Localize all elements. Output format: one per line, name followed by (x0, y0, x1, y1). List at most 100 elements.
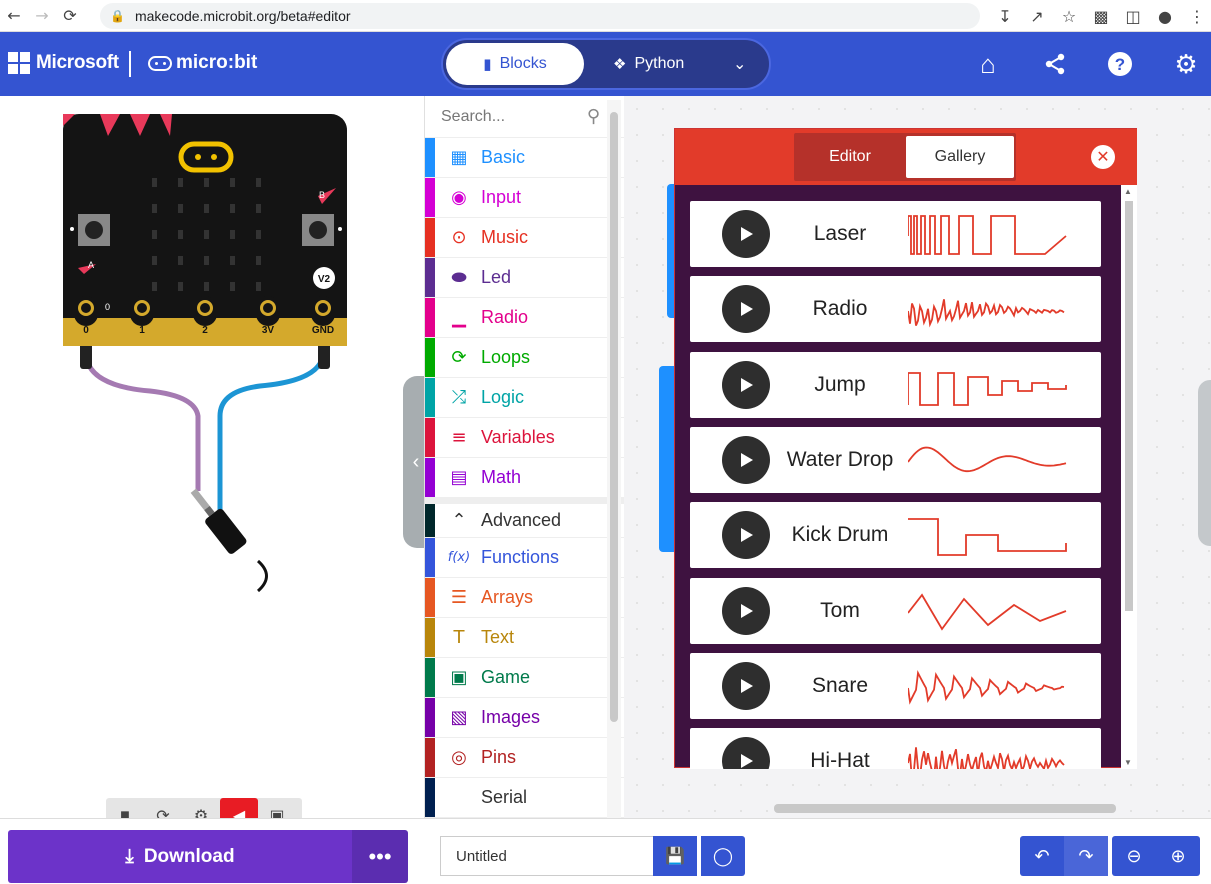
waveform-preview (908, 518, 1067, 557)
profile-avatar-icon[interactable]: ● (1158, 6, 1172, 26)
sound-item[interactable]: Hi-Hat (690, 728, 1101, 769)
category-label: Arrays (481, 587, 534, 607)
sound-item[interactable]: Snare (690, 652, 1101, 719)
help-icon[interactable]: ? (1104, 48, 1136, 80)
play-icon[interactable] (722, 210, 770, 258)
sound-item[interactable]: Water Drop (690, 426, 1101, 493)
gallery-scrollbar[interactable]: ▲ ▼ (1121, 185, 1137, 769)
redo-button[interactable]: ↷ (1064, 836, 1108, 876)
category-label: Math (481, 467, 522, 487)
version-badge: V2 (318, 274, 331, 285)
toolbox-advanced[interactable]: ⌃ Advanced (425, 498, 624, 538)
play-icon[interactable] (722, 360, 770, 409)
basic-category-icon: ▦ (450, 147, 468, 168)
text-category-icon: T (453, 627, 465, 648)
block-toolbox: Search... ⚲ ▦Basic◉Input⊙Music⬬Led▁Radio… (424, 96, 624, 818)
zoom-in-button[interactable]: ⊕ (1156, 836, 1200, 876)
toolbox-category-basic[interactable]: ▦Basic (425, 138, 624, 178)
sound-name: Kick Drum (791, 523, 889, 547)
search-input[interactable]: Search... (441, 107, 506, 125)
microbit-logo[interactable]: micro:bit (148, 52, 257, 74)
category-label: Led (481, 267, 512, 287)
category-label: Radio (481, 307, 529, 327)
play-icon[interactable] (722, 285, 770, 334)
toolbox-category-led[interactable]: ⬬Led (425, 258, 624, 298)
forward-arrow-icon[interactable]: → (35, 6, 49, 25)
zoom-out-button[interactable]: ⊖ (1112, 836, 1156, 876)
extensions-puzzle-icon[interactable]: ▩ (1093, 6, 1109, 26)
toolbox-search[interactable]: Search... ⚲ (425, 96, 624, 138)
toolbox-category-input[interactable]: ◉Input (425, 178, 624, 218)
toolbox-category-serial[interactable]: Serial (425, 778, 624, 818)
back-arrow-icon[interactable]: ← (7, 6, 21, 25)
sound-name: Snare (811, 673, 869, 697)
button-a-label: A (88, 260, 94, 270)
python-mode-button[interactable]: ❖ Python (613, 43, 723, 85)
toolbox-scrollbar[interactable] (607, 100, 621, 818)
toolbox-category-variables[interactable]: ≡Variables (425, 418, 624, 458)
home-icon[interactable]: ⌂ (980, 48, 996, 79)
microsoft-logo[interactable]: Microsoft (8, 52, 119, 74)
editor-gallery-switch: Editor Gallery (794, 133, 1016, 181)
editor-tab[interactable]: Editor (829, 148, 871, 165)
download-button[interactable]: ⤓ Download (8, 830, 352, 883)
waveform-preview (908, 747, 1065, 769)
toolbox-category-functions[interactable]: f(x)Functions (425, 538, 624, 578)
share-icon[interactable] (1039, 48, 1071, 80)
toolbox-category-game[interactable]: ▣Game (425, 658, 624, 698)
undo-button[interactable]: ↶ (1020, 836, 1064, 876)
toolbox-category-images[interactable]: ▧Images (425, 698, 624, 738)
bookmark-star-icon[interactable]: ☆ (1061, 6, 1077, 26)
share-page-icon[interactable]: ↗ (1030, 6, 1044, 26)
workspace-edge-handle[interactable] (1198, 380, 1211, 546)
github-button[interactable]: ◯ (701, 836, 745, 876)
sidebar-icon[interactable]: ◫ (1125, 6, 1141, 26)
project-name-input[interactable] (440, 836, 654, 876)
svg-text:?: ? (1115, 55, 1125, 74)
undo-redo-group: ↶ ↷ (1020, 836, 1108, 876)
sound-item[interactable]: Jump (690, 351, 1101, 418)
more-options-button[interactable]: ••• (352, 830, 408, 883)
gallery-tab[interactable]: Gallery (906, 136, 1014, 178)
browser-menu-icon[interactable]: ⋮ (1189, 6, 1205, 26)
toolbox-category-loops[interactable]: ⟳Loops (425, 338, 624, 378)
microbit-board[interactable]: A B V2 0 1 2 3V GND 0 (0, 96, 424, 616)
sound-item[interactable]: Laser (690, 201, 1101, 267)
ellipsis-icon: ••• (368, 843, 392, 869)
play-icon[interactable] (722, 511, 770, 560)
sound-item[interactable]: Kick Drum (690, 502, 1101, 569)
stop-icon[interactable]: ■ (120, 807, 130, 824)
toolbox-category-logic[interactable]: ⤮Logic (425, 378, 624, 418)
microbit-icon (148, 55, 172, 71)
plus-circle-icon: ⊕ (1170, 845, 1186, 866)
save-button[interactable]: 💾 (653, 836, 697, 876)
play-icon[interactable] (722, 586, 770, 635)
waveform-preview (908, 299, 1065, 328)
python-mode-label: Python (634, 55, 685, 72)
chevron-down-icon[interactable]: ⌄ (733, 56, 747, 73)
toolbox-category-math[interactable]: ▤Math (425, 458, 624, 498)
logic-category-icon: ⤮ (451, 387, 467, 408)
search-icon[interactable]: ⚲ (586, 106, 600, 126)
sound-item[interactable]: Tom (690, 577, 1101, 644)
settings-gear-icon[interactable]: ⚙ (1174, 48, 1198, 79)
sound-name: Radio (812, 297, 868, 321)
close-icon[interactable]: ✕ (1091, 145, 1115, 169)
play-icon[interactable] (722, 661, 770, 710)
browser-toolbar: ← → ⟳ 🔒 makecode.microbit.org/beta#edito… (0, 0, 1211, 32)
address-bar[interactable]: 🔒 makecode.microbit.org/beta#editor (100, 3, 980, 29)
play-icon[interactable] (722, 435, 770, 484)
workspace-horizontal-scrollbar[interactable] (774, 804, 1116, 813)
play-icon[interactable] (722, 737, 770, 769)
blocks-mode-button[interactable]: ▮ Blocks (446, 43, 584, 85)
reload-icon[interactable]: ⟳ (63, 6, 77, 25)
pin-label: 3V (262, 325, 275, 336)
pin-label: GND (312, 325, 334, 336)
install-icon[interactable]: ↧ (998, 6, 1012, 26)
toolbox-category-pins[interactable]: ◎Pins (425, 738, 624, 778)
sound-item[interactable]: Radio (690, 276, 1101, 343)
toolbox-category-arrays[interactable]: ☰Arrays (425, 578, 624, 618)
toolbox-category-radio[interactable]: ▁Radio (425, 298, 624, 338)
toolbox-category-music[interactable]: ⊙Music (425, 218, 624, 258)
